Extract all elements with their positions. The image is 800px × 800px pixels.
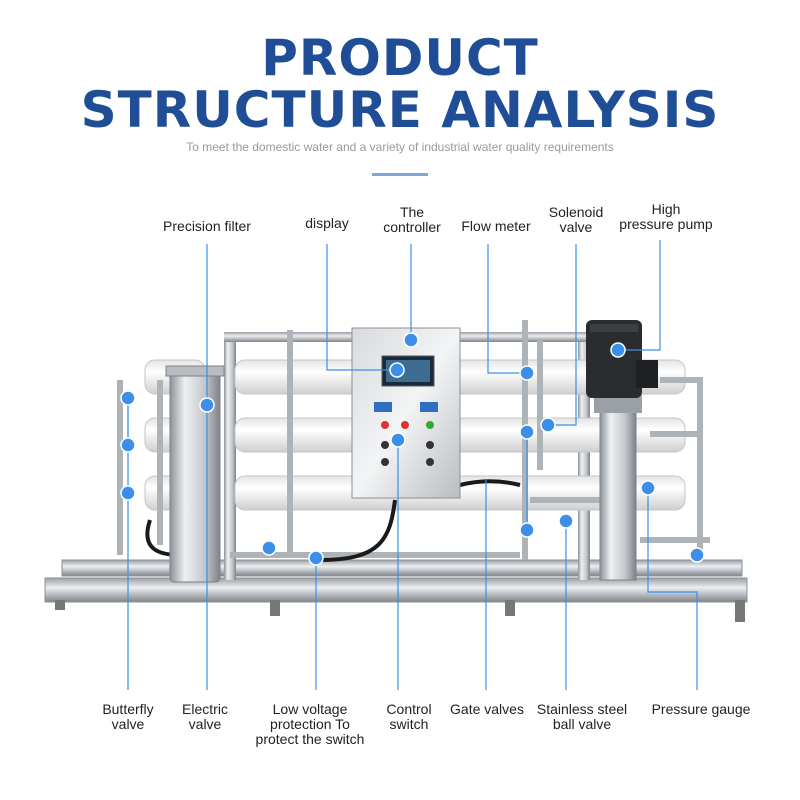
callout-dots bbox=[120, 332, 705, 566]
label-control-line-1: Control bbox=[386, 701, 432, 717]
label-flow-meter: Flow meter bbox=[461, 218, 531, 234]
label-solenoid-line-2: valve bbox=[559, 219, 593, 235]
label-butterfly-line-1: Butterfly bbox=[102, 701, 154, 717]
label-electric-valve: Electric valve bbox=[170, 702, 240, 732]
label-controller: The controller bbox=[370, 205, 454, 235]
label-pump-line-2: pressure pump bbox=[619, 216, 713, 232]
base-frame bbox=[44, 559, 748, 622]
precision-filter bbox=[165, 365, 225, 583]
page-title-line-2: STRUCTURE ANALYSIS bbox=[80, 81, 720, 139]
piping bbox=[117, 320, 710, 560]
callout-lines bbox=[127, 240, 698, 690]
label-control-switch: Control switch bbox=[376, 702, 442, 732]
label-electric-line-1: Electric bbox=[182, 701, 228, 717]
high-pressure-pump bbox=[586, 320, 658, 581]
label-lowvolt-line-2: protection To bbox=[270, 716, 350, 732]
label-stainless-steel-ball-valve: Stainless steel ball valve bbox=[528, 702, 636, 732]
page-title-line-1: PRODUCT bbox=[261, 29, 539, 87]
label-pump-line-1: High bbox=[651, 201, 681, 217]
label-butterfly-valve: Butterfly valve bbox=[90, 702, 166, 732]
label-low-voltage-protection: Low voltage protection To protect the sw… bbox=[244, 702, 376, 747]
label-pressure-gauge: Pressure gauge bbox=[651, 701, 751, 717]
label-steel-ball-line-2: ball valve bbox=[552, 716, 612, 732]
label-gate-valves: Gate valves bbox=[450, 701, 524, 717]
title-divider bbox=[372, 173, 428, 176]
label-solenoid-valve: Solenoid valve bbox=[538, 205, 614, 235]
control-cabinet bbox=[351, 327, 461, 499]
label-butterfly-line-2: valve bbox=[111, 716, 145, 732]
page-subtitle: To meet the domestic water and a variety… bbox=[186, 140, 614, 154]
label-controller-line-2: controller bbox=[383, 219, 441, 235]
label-high-pressure-pump: High pressure pump bbox=[612, 202, 720, 232]
label-display: display bbox=[305, 215, 349, 231]
label-controller-line-1: The bbox=[399, 204, 425, 220]
label-precision-filter: Precision filter bbox=[163, 218, 251, 234]
label-lowvolt-line-3: protect the switch bbox=[255, 731, 365, 747]
label-lowvolt-line-1: Low voltage bbox=[272, 701, 348, 717]
label-electric-line-2: valve bbox=[188, 716, 222, 732]
label-steel-ball-line-1: Stainless steel bbox=[536, 701, 628, 717]
label-solenoid-line-1: Solenoid bbox=[548, 204, 604, 220]
label-control-line-2: switch bbox=[389, 716, 429, 732]
